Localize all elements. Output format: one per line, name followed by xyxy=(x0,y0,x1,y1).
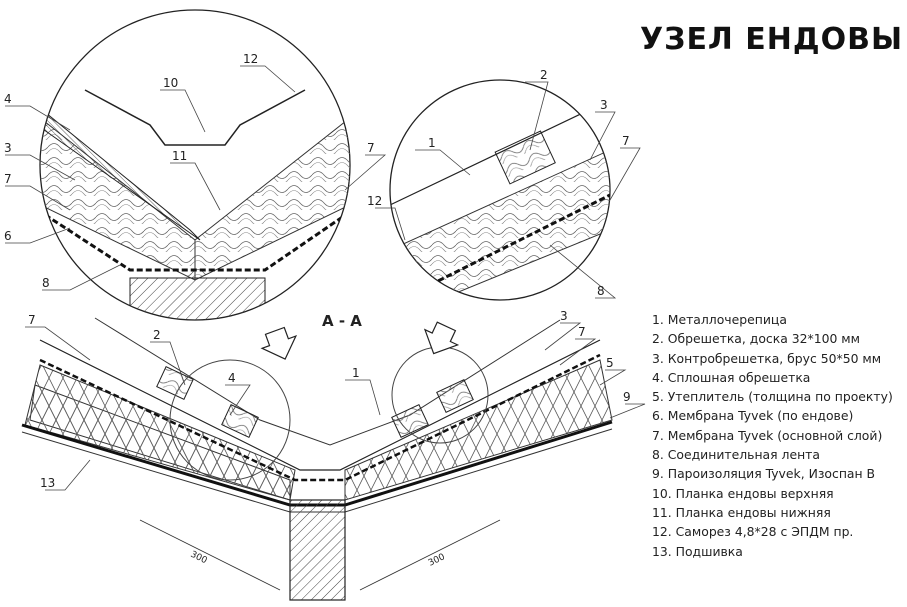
callout-7-right: 7 xyxy=(622,134,630,148)
callout-3-right: 3 xyxy=(600,98,608,112)
callout-12-right: 12 xyxy=(367,194,382,208)
rafter-right xyxy=(194,108,350,281)
legend-item: 10. Планка ендовы верхняя xyxy=(652,485,834,501)
callout-13-main: 13 xyxy=(40,476,55,490)
batten-left xyxy=(156,366,194,400)
callout-7-left: 7 xyxy=(4,172,12,186)
legend-item: 11. Планка ендовы нижняя xyxy=(652,504,831,520)
upper-valley-plank xyxy=(84,89,306,146)
dimension-left: 300 xyxy=(189,550,209,567)
callout-12-left: 12 xyxy=(243,52,258,66)
batten-right xyxy=(391,404,429,438)
callout-9-main: 9 xyxy=(623,390,631,404)
callout-3-main: 3 xyxy=(560,309,568,323)
dim-line-right xyxy=(359,519,501,591)
arrow-right-icon xyxy=(423,321,460,355)
callout-8-right: 8 xyxy=(597,284,605,298)
legend-item: 7. Мембрана Tyvek (основной слой) xyxy=(652,427,883,443)
callout-2-main: 2 xyxy=(153,328,161,342)
solid-sheathing-left xyxy=(40,98,201,241)
legend-item: 12. Саморез 4,8*28 с ЭПДМ пр. xyxy=(652,524,854,540)
batten-right-2 xyxy=(436,379,474,413)
leader-lines xyxy=(5,65,646,491)
legend-list: 1. Металлочерепица 2. Обрешетка, доска 3… xyxy=(652,310,893,561)
roof-plane-right xyxy=(320,339,601,471)
batten-detail xyxy=(494,130,556,185)
legend-item: 3. Контробрешетка, брус 50*50 мм xyxy=(652,350,882,366)
valley-beam-section xyxy=(129,277,266,320)
left-circle-detail xyxy=(39,9,351,321)
dim-line-left xyxy=(139,519,281,591)
arrow-left-icon xyxy=(260,326,298,360)
legend-item: 13. Подшивка xyxy=(652,543,743,559)
right-circle-detail xyxy=(389,79,611,301)
legend-item: 5. Утеплитель (толщина по проекту) xyxy=(652,389,893,405)
callout-5-main: 5 xyxy=(606,356,614,370)
main-section xyxy=(21,317,613,601)
callout-6-left: 6 xyxy=(4,229,12,243)
valley-beam xyxy=(289,499,346,601)
callout-10: 10 xyxy=(163,76,178,90)
callout-7-left-right: 7 xyxy=(367,141,375,155)
tile-detail xyxy=(390,99,610,206)
callout-2-right: 2 xyxy=(540,68,548,82)
callout-11: 11 xyxy=(172,149,187,163)
legend-item: 1. Металлочерепица xyxy=(652,312,787,327)
section-label: А - А xyxy=(322,312,362,330)
callout-1-main: 1 xyxy=(352,366,360,380)
membrane-valley xyxy=(40,203,350,272)
rafter-detail xyxy=(390,149,610,300)
legend-item: 9. Пароизоляция Tyvek, Изоспан В xyxy=(652,466,876,482)
callout-4-left: 4 xyxy=(4,92,12,106)
legend-item: 4. Сплошная обрешетка xyxy=(652,369,811,385)
callout-3-left: 3 xyxy=(4,141,12,155)
callout-1-right: 1 xyxy=(428,136,436,150)
roof-plane-left xyxy=(39,339,320,471)
callout-7-main-right: 7 xyxy=(578,325,586,339)
legend-item: 6. Мембрана Tyvek (по ендове) xyxy=(652,408,854,424)
dimension-right: 300 xyxy=(427,552,447,569)
membrane-main xyxy=(39,353,601,482)
callout-8-left: 8 xyxy=(42,276,50,290)
callout-4-main: 4 xyxy=(228,371,236,385)
callout-7-main-left: 7 xyxy=(28,313,36,327)
detail-circle-left xyxy=(169,359,291,481)
page-title: УЗЕЛ ЕНДОВЫ xyxy=(640,22,904,57)
legend-item: 8. Соединительная лента xyxy=(652,447,820,463)
insulation-right-body xyxy=(344,359,613,501)
batten-left-2 xyxy=(221,404,259,438)
callout-numbers: 4 3 7 6 8 10 12 11 7 1 2 3 7 12 8 7 2 4 … xyxy=(4,52,631,569)
legend-item: 2. Обрешетка, доска 32*100 мм xyxy=(652,331,860,347)
